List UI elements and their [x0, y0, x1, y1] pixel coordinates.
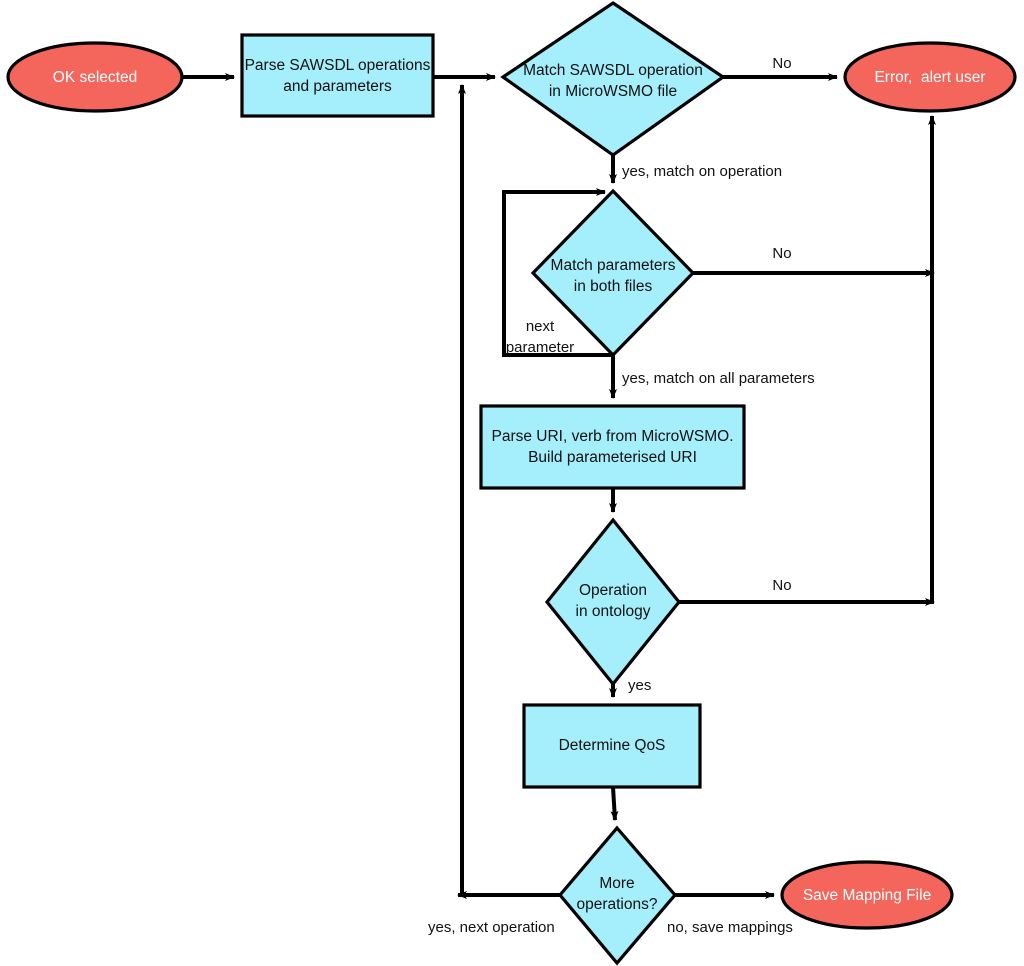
match-parameters-diamond [530, 188, 696, 358]
operation-in-ontology-label-line2: in ontology [576, 603, 651, 620]
ok-selected-ellipse [6, 41, 184, 113]
edge-label-no-operation-in-ontology: No [772, 577, 791, 594]
edge-label-yes-operation-in-ontology: yes [628, 677, 651, 694]
edge-label-no-save-mappings: no, save mappings [667, 919, 793, 936]
match-operation-label-line1: Match SAWSDL operation [523, 62, 703, 79]
edge-label-yes-match-on-operation: yes, match on operation [622, 163, 782, 180]
match-operation-diamond [500, 1, 726, 157]
edge-label-no-match-parameters: No [772, 245, 791, 262]
determine-qos-label: Determine QoS [559, 737, 666, 754]
ok-selected-label: OK selected [53, 69, 137, 86]
node-match-parameters[interactable]: Match parameters in both files [530, 188, 696, 358]
edge-label-next-parameter-line1: next [526, 318, 555, 335]
match-parameters-label-line2: in both files [574, 278, 653, 295]
more-operations-label-line2: operations? [576, 896, 657, 913]
edge-label-yes-match-all-parameters: yes, match on all parameters [622, 370, 815, 387]
edge-next-parameter-loop [502, 188, 613, 357]
parse-sawsdl-label-line1: Parse SAWSDL operations [245, 57, 431, 74]
node-determine-qos[interactable]: Determine QoS [522, 703, 702, 789]
determine-qos-rect [522, 703, 702, 789]
node-ok-selected[interactable]: OK selected [6, 41, 184, 113]
parse-sawsdl-label-line2: and parameters [283, 78, 392, 95]
operation-in-ontology-label-line1: Operation [579, 582, 647, 599]
edge-label-no-match-operation: No [772, 55, 791, 72]
parse-sawsdl-rect [240, 33, 435, 118]
error-alert-label: Error, alert user [874, 69, 985, 86]
more-operations-diamond [557, 825, 678, 966]
parse-uri-label-line1: Parse URI, verb from MicroWSMO. [492, 428, 734, 445]
edge-label-yes-next-operation: yes, next operation [428, 919, 555, 936]
edge-qos-to-more-operations [610, 786, 619, 821]
node-parse-sawsdl[interactable]: Parse SAWSDL operations and parameters [240, 33, 435, 118]
node-error-alert[interactable]: Error, alert user [843, 41, 1017, 113]
save-mapping-file-label: Save Mapping File [803, 887, 931, 904]
match-operation-label-line2: in MicroWSMO file [549, 83, 677, 100]
parse-uri-rect [479, 404, 746, 490]
node-more-operations[interactable]: More operations? [557, 825, 678, 966]
edge-label-next-parameter-line2: parameter [506, 339, 574, 356]
parse-uri-label-line2: Build parameterised URI [528, 449, 697, 466]
save-mapping-file-ellipse [780, 860, 954, 930]
node-match-operation[interactable]: Match SAWSDL operation in MicroWSMO file [500, 1, 726, 157]
operation-in-ontology-diamond [544, 517, 682, 687]
match-parameters-label-line1: Match parameters [551, 257, 676, 274]
error-alert-ellipse [843, 41, 1017, 113]
node-operation-in-ontology[interactable]: Operation in ontology [544, 517, 682, 687]
node-save-mapping-file[interactable]: Save Mapping File [780, 860, 954, 930]
node-parse-uri[interactable]: Parse URI, verb from MicroWSMO. Build pa… [479, 404, 746, 490]
more-operations-label-line1: More [599, 875, 634, 892]
